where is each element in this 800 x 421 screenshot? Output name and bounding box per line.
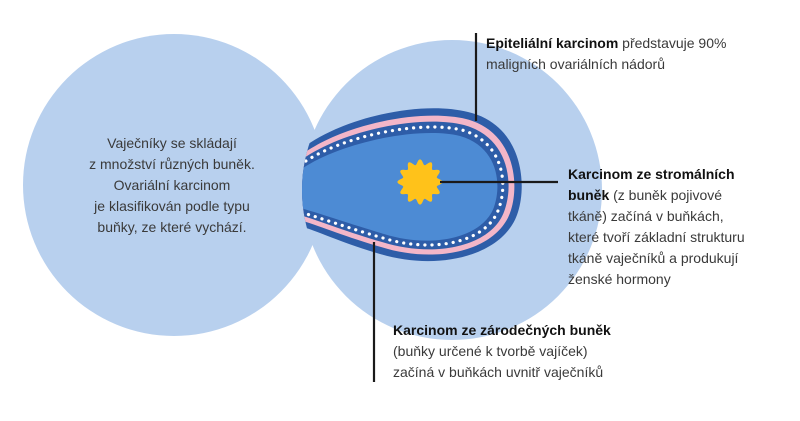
callout-germ: Karcinom ze zárodečných buněk (buňky urč…	[393, 320, 693, 383]
callout-stromal-text: (z buněk pojivové	[609, 187, 723, 203]
intro-line: buňky, ze které vychází.	[97, 219, 247, 235]
leader-lines	[372, 33, 558, 382]
left-circle	[23, 34, 325, 336]
callout-germ-line3: začíná v buňkách uvnitř vaječníků	[393, 364, 604, 380]
callout-stromal-line1: Karcinom ze stromálních	[568, 164, 798, 185]
callout-epithelial-line1: Epiteliální karcinom představuje 90%	[486, 33, 786, 54]
intro-line: Vaječníky se skládají	[107, 135, 237, 151]
callout-epithelial-text: představuje 90%	[618, 35, 727, 51]
callout-epithelial-line2: maligních ovariálních nádorů	[486, 56, 665, 72]
stromal-cell-egg-icon	[397, 159, 443, 205]
callout-stromal-title: Karcinom ze stromálních	[568, 166, 735, 182]
intro-line: z množství různých buněk.	[89, 156, 255, 172]
callout-epithelial-title: Epiteliální karcinom	[486, 35, 619, 51]
callout-germ-line1: Karcinom ze zárodečných buněk	[393, 320, 693, 341]
callout-germ-line2: (buňky určené k tvorbě vajíček)	[393, 343, 588, 359]
callout-stromal-line3: tkáně) začíná v buňkách,	[568, 208, 724, 224]
callout-epithelial: Epiteliální karcinom představuje 90% mal…	[486, 33, 786, 75]
callout-stromal-line4: které tvoří základní strukturu	[568, 229, 745, 245]
callout-stromal-line2: buněk (z buněk pojivové	[568, 185, 798, 206]
callout-stromal-line6: ženské hormony	[568, 271, 671, 287]
callout-germ-title: Karcinom ze zárodečných buněk	[393, 322, 611, 338]
intro-line: je klasifikován podle typu	[94, 198, 250, 214]
callout-stromal-line5: tkáně vaječníků a produkují	[568, 250, 739, 266]
intro-line: Ovariální karcinom	[113, 177, 231, 193]
callout-stromal-title2: buněk	[568, 187, 610, 203]
intro-text: Vaječníky se skládají z množství různých…	[52, 133, 292, 238]
callout-stromal: Karcinom ze stromálních buněk (z buněk p…	[568, 164, 798, 290]
ovary-core	[302, 133, 498, 241]
